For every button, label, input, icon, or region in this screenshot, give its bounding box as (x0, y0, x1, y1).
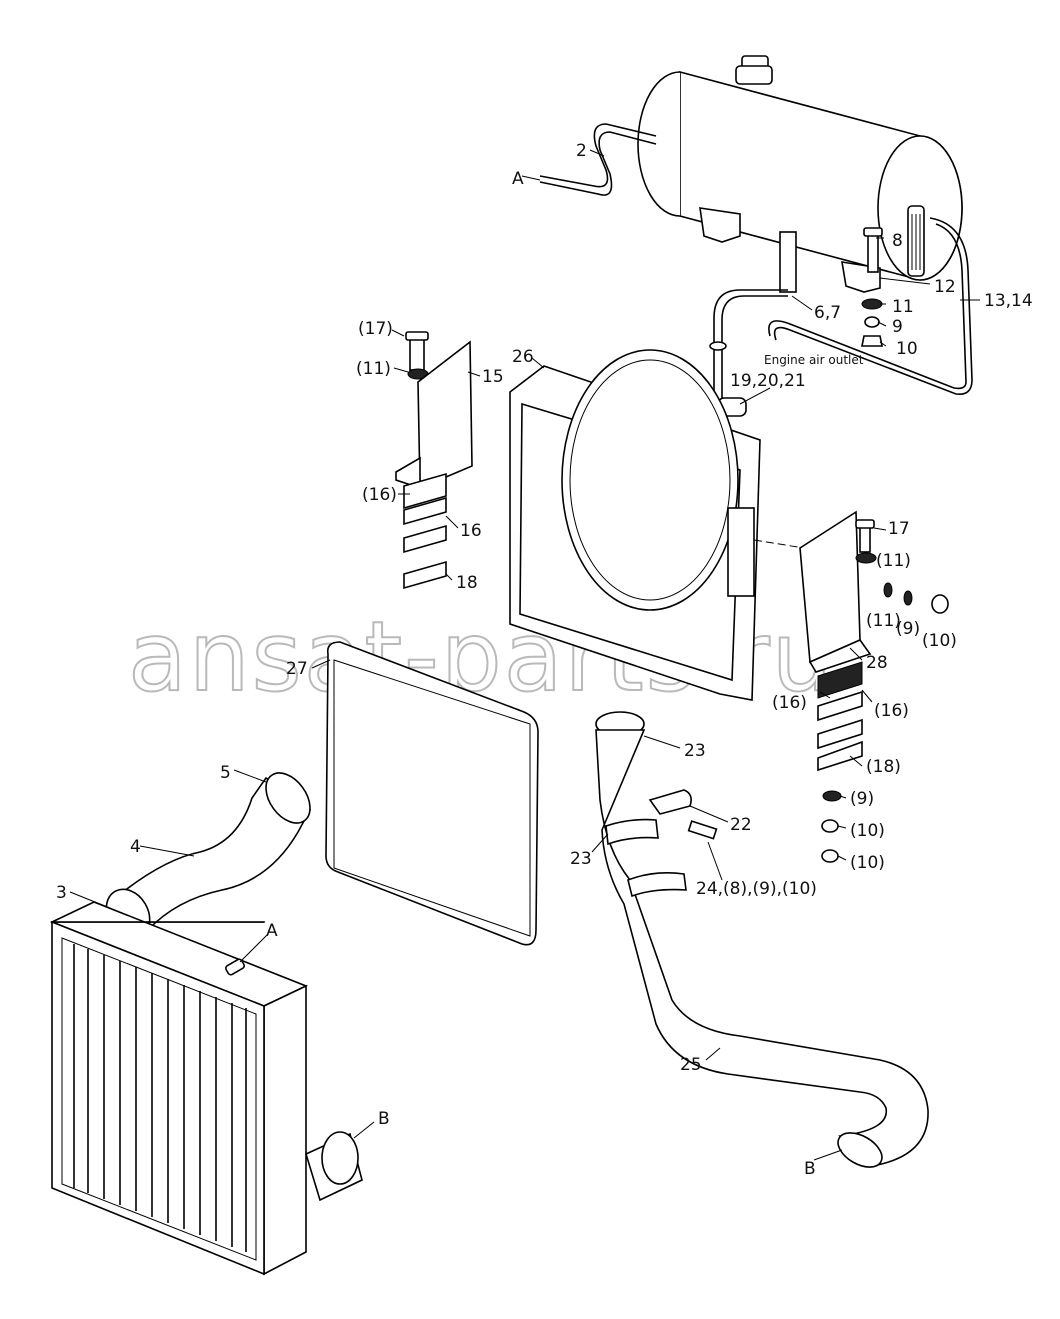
label-17-left: (17) (358, 319, 393, 339)
label-10-right: (10) (922, 631, 957, 651)
label-4: 4 (130, 837, 141, 857)
label-3: 3 (56, 883, 67, 903)
charge-air-cooler (52, 902, 362, 1274)
label-B-left: B (378, 1109, 390, 1129)
label-6-7: 6,7 (814, 303, 841, 323)
label-16-right-2: (16) (874, 701, 909, 721)
label-11-left: (11) (356, 359, 391, 379)
right-mount-bracket (800, 512, 948, 862)
label-17-right: 17 (888, 519, 910, 539)
label-27: 27 (286, 659, 308, 679)
label-11: 11 (892, 297, 914, 317)
label-A-top: A (512, 169, 524, 189)
label-22: 22 (730, 815, 752, 835)
label-11-right: (11) (876, 551, 911, 571)
label-12: 12 (934, 277, 956, 297)
label-19-20-21: 19,20,21 (730, 371, 806, 391)
label-18-left: 18 (456, 573, 478, 593)
label-9-right-2: (9) (850, 789, 874, 809)
label-B-right: B (804, 1159, 816, 1179)
label-23-top: 23 (684, 741, 706, 761)
expansion-tank (540, 56, 972, 416)
label-16-right-1: (16) (772, 693, 807, 713)
label-8: 8 (892, 231, 903, 251)
label-26: 26 (512, 347, 534, 367)
label-25: 25 (680, 1055, 702, 1075)
label-23-side: 23 (570, 849, 592, 869)
label-15: 15 (482, 367, 504, 387)
label-18-right: (18) (866, 757, 901, 777)
label-2: 2 (576, 141, 587, 161)
left-mount-bracket (396, 332, 472, 588)
label-A-low: A (266, 921, 278, 941)
charge-air-pipe (596, 712, 928, 1174)
label-10-right-2: (10) (850, 821, 885, 841)
label-5: 5 (220, 763, 231, 783)
label-16-paren-left: (16) (362, 485, 397, 505)
label-24: 24,(8),(9),(10) (696, 879, 817, 899)
label-10: 10 (896, 339, 918, 359)
label-9: 9 (892, 317, 903, 337)
label-10-right-3: (10) (850, 853, 885, 873)
label-28: 28 (866, 653, 888, 673)
label-16-left: 16 (460, 521, 482, 541)
label-13-14: 13,14 (984, 291, 1033, 311)
label-9-right: (9) (896, 619, 920, 639)
engine-air-outlet-note: Engine air outlet (764, 353, 864, 367)
